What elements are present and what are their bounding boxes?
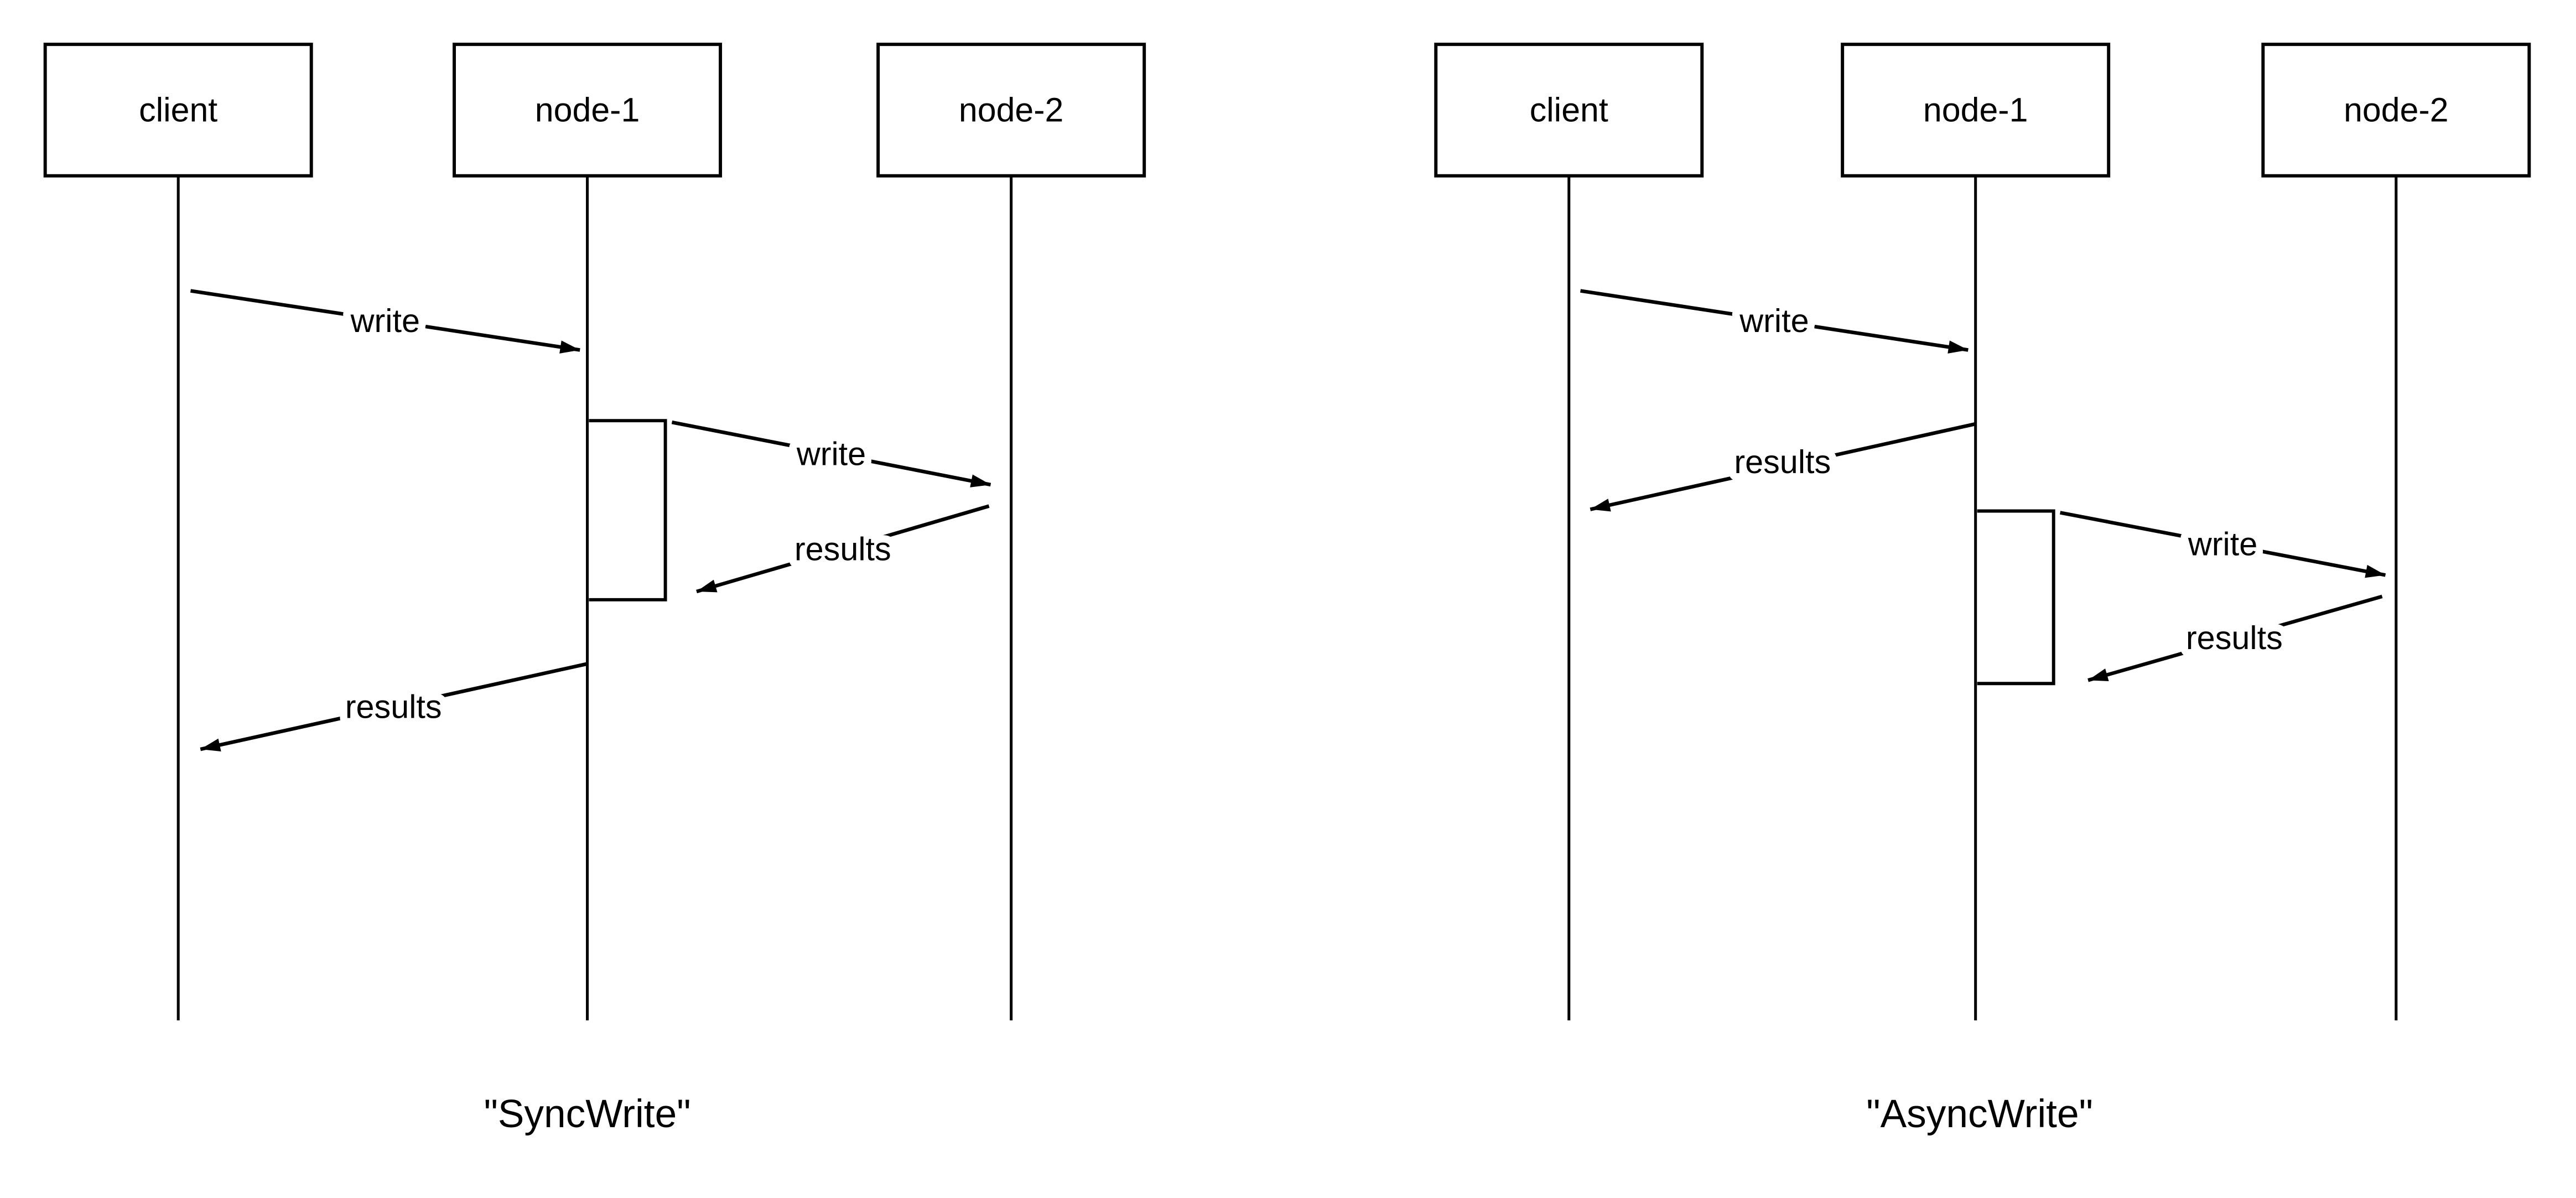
actor-box	[876, 43, 1146, 178]
message-write-node1-node2: write	[2059, 511, 2386, 578]
actor-label: node-2	[2344, 91, 2449, 129]
message-arrow	[200, 662, 588, 751]
message-write-client-node1: write	[190, 289, 580, 354]
activation-bar-node-1	[1977, 509, 2055, 686]
actor-node-1: node-1	[1841, 43, 2111, 178]
message-write-client-node1: write	[1580, 289, 1969, 354]
actor-box	[2261, 43, 2531, 178]
actor-node-2: node-2	[2261, 43, 2531, 178]
message-label: write	[796, 435, 866, 472]
message-results-node2-node1: results	[696, 504, 990, 594]
activation-bar-node-1	[589, 419, 667, 601]
diagram-caption: "AsyncWrite"	[1866, 1092, 2093, 1136]
message-arrow	[190, 289, 580, 354]
actor-label: node-2	[959, 91, 1064, 129]
actor-node-2: node-2	[876, 43, 1146, 178]
message-results-node1-client: results	[200, 662, 588, 751]
message-arrow	[2087, 594, 2383, 682]
actor-node-1: node-1	[453, 43, 723, 178]
message-results-node2-node1: results	[2087, 594, 2383, 682]
message-label: write	[1739, 302, 1809, 339]
message-label: results	[794, 531, 891, 568]
actor-label: node-1	[1923, 91, 2028, 129]
actor-label: node-1	[535, 91, 640, 129]
actor-client: client	[43, 43, 313, 178]
message-arrow	[696, 504, 990, 594]
actor-box	[1841, 43, 2111, 178]
message-arrow	[1580, 289, 1969, 354]
message-label: results	[1734, 443, 1831, 480]
message-write-node1-node2: write	[671, 420, 991, 488]
message-label: results	[345, 688, 442, 725]
message-label: write	[2188, 526, 2257, 563]
diagram-caption: "SyncWrite"	[484, 1092, 691, 1136]
message-arrow	[671, 420, 991, 488]
actor-box	[1434, 43, 1704, 178]
actor-label: client	[139, 91, 217, 129]
diagram-syncwrite: client node-1 node-2 write write results	[43, 43, 1146, 1136]
actor-box	[43, 43, 313, 178]
message-arrow	[1590, 422, 1976, 512]
message-label: write	[350, 302, 420, 339]
diagram-asyncwrite: client node-1 node-2 write results write	[1434, 43, 2531, 1136]
actor-box	[453, 43, 723, 178]
message-results-node1-client: results	[1590, 422, 1976, 512]
message-label: results	[2186, 619, 2283, 656]
actor-label: client	[1530, 91, 1608, 129]
actor-client: client	[1434, 43, 1704, 178]
message-arrow	[2059, 511, 2386, 578]
